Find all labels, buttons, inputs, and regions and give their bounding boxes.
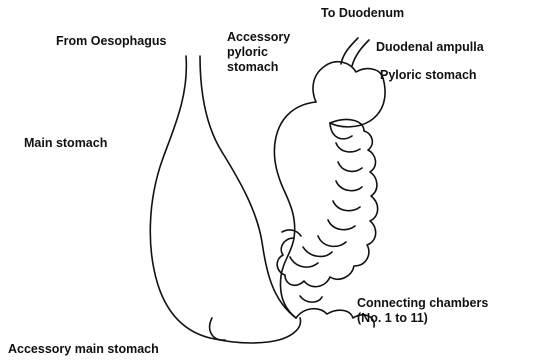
oesophagus-inner-wall [200,56,296,318]
main-stomach-outline [150,56,300,343]
to-duodenum-label: To Duodenum [321,6,404,21]
accessory-pyloric-stomach-label: Accessory pyloric stomach [227,30,290,75]
connecting-chambers-label: Connecting chambers (No. 1 to 11) [357,296,488,326]
duodenum-tube [341,38,369,66]
duodenal-ampulla-label: Duodenal ampulla [376,40,484,55]
accessory-main-stomach-pouch [210,318,225,340]
pyloric-stomach-label: Pyloric stomach [380,68,477,83]
connecting-chambers-folds [282,123,362,302]
accessory-main-stomach-label: Accessory main stomach [8,342,159,357]
pyloric-stomach-outline [313,62,385,127]
main-stomach-label: Main stomach [24,136,107,151]
from-oesophagus-label: From Oesophagus [56,34,166,49]
